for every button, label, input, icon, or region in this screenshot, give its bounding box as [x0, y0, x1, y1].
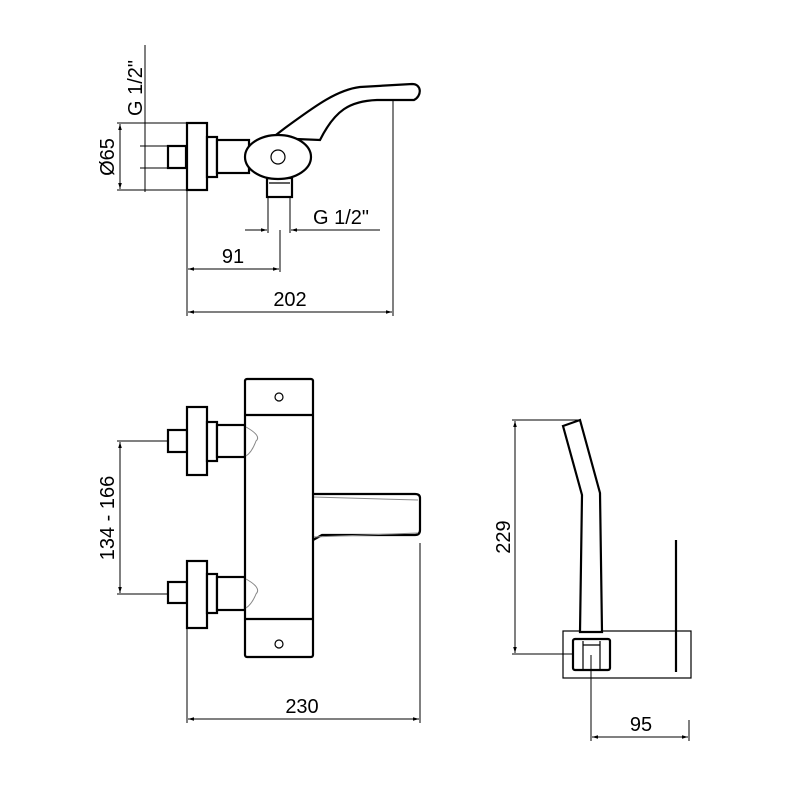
dim-outlet-offset: 91 — [222, 246, 244, 268]
mixer-body-front — [166, 377, 422, 659]
lever-handle — [268, 82, 421, 142]
dim-total-projection: 230 — [285, 696, 318, 718]
lever-hub — [243, 133, 313, 181]
top-view: G 1/2" Ø65 G 1/2" 91 202 — [97, 45, 421, 316]
dim-handle-height: 229 — [493, 520, 515, 553]
front-view: 134 - 166 230 — [97, 377, 422, 723]
dim-inlet-spacing: 134 - 166 — [97, 476, 119, 561]
dim-handle-offset: 95 — [630, 714, 652, 736]
dim-outlet-thread: G 1/2" — [313, 207, 369, 229]
dim-total-depth: 202 — [273, 289, 306, 311]
dim-flange-diameter: Ø65 — [97, 138, 119, 176]
mixer-body-top — [166, 82, 421, 199]
dim-inlet-thread: G 1/2" — [125, 60, 147, 116]
side-view: 229 95 — [493, 418, 692, 741]
handle-side — [561, 418, 604, 634]
